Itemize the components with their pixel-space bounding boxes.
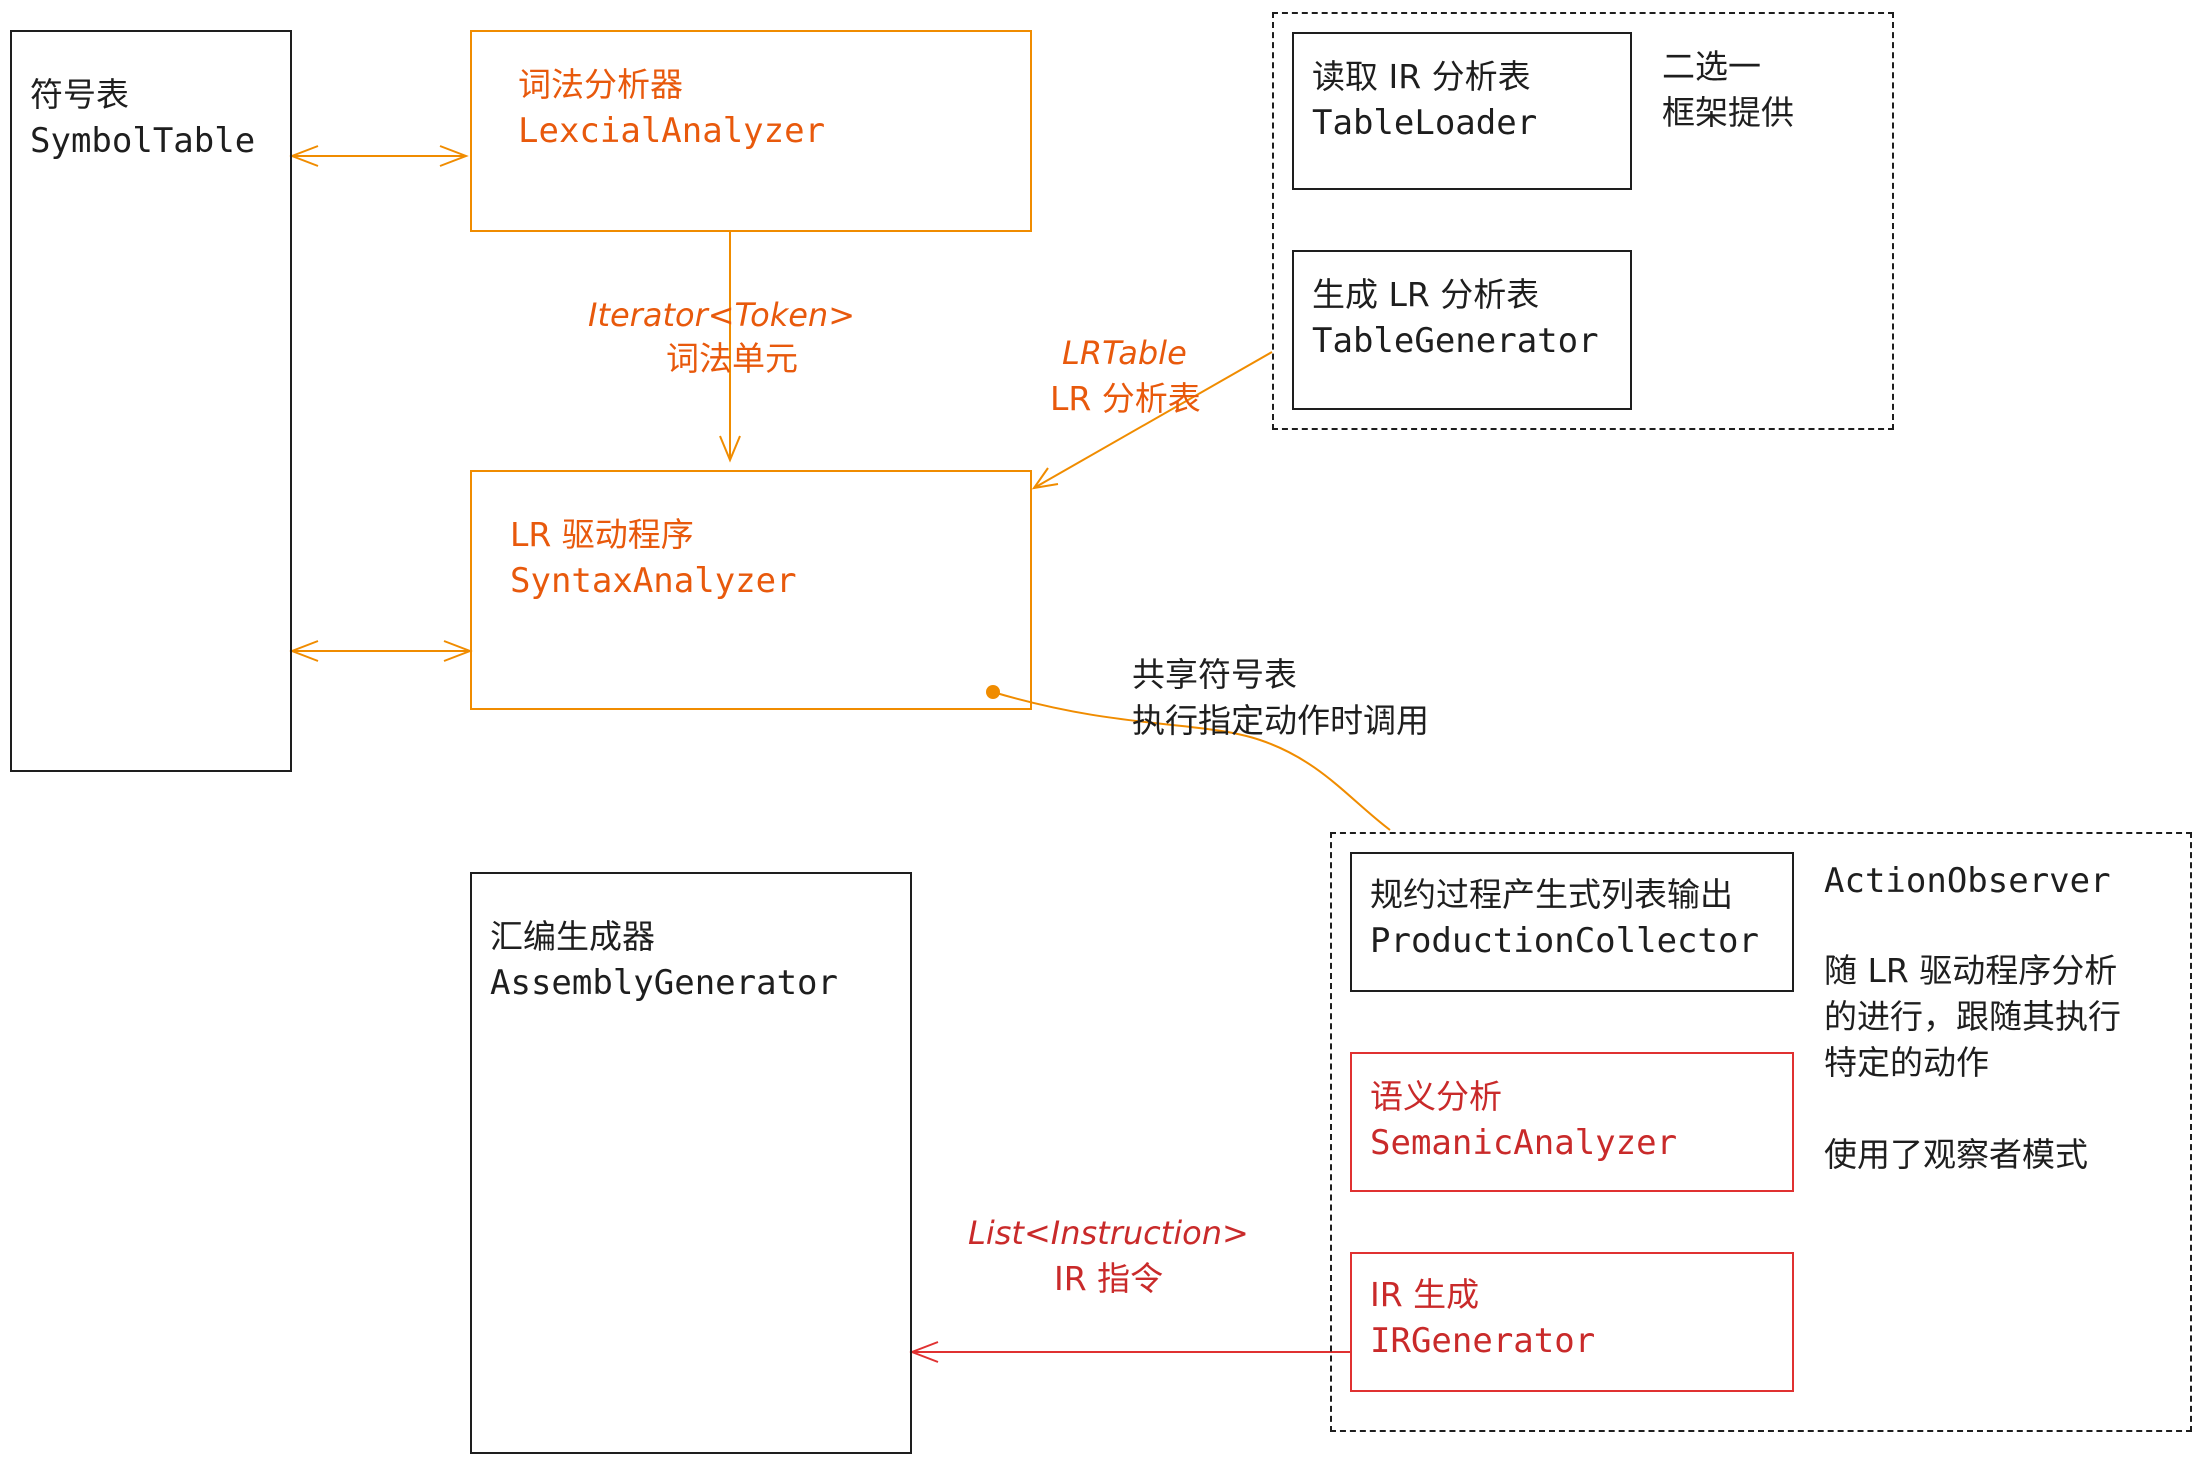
irgen-class: IRGenerator (1370, 1321, 1596, 1361)
syntax-name: LR 驱动程序 (510, 515, 694, 554)
action-observer-desc-4: 使用了观察者模式 (1824, 1135, 2088, 1174)
observer-connector-dot (986, 685, 1000, 699)
assembly-box (470, 872, 912, 1454)
symbol-table-class: SymbolTable (30, 121, 256, 161)
symbol-lexer-arrow (289, 145, 469, 167)
instr-type-label: List<Instruction> (968, 1214, 1249, 1252)
table-generator-box (1292, 250, 1632, 410)
lrtable-type-label: LRTable (1062, 334, 1187, 372)
table-group-note-2: 框架提供 (1662, 93, 1794, 132)
assembly-class: AssemblyGenerator (490, 963, 838, 1003)
table-group-note-1: 二选一 (1662, 47, 1761, 86)
semantic-box (1350, 1052, 1794, 1192)
action-observer-desc-1: 随 LR 驱动程序分析 (1824, 951, 2118, 990)
observer-label-2: 执行指定动作时调用 (1132, 701, 1429, 740)
table-group-box (1272, 12, 1894, 430)
syntax-class: SyntaxAnalyzer (510, 561, 797, 601)
irgen-name: IR 生成 (1370, 1275, 1480, 1314)
lexer-box (470, 30, 1032, 232)
collector-box (1350, 852, 1794, 992)
table-generator-name: 生成 LR 分析表 (1312, 275, 1540, 314)
action-observer-title: ActionObserver (1824, 861, 2111, 901)
lexer-syntax-arrow (719, 232, 741, 463)
lrtable-arrow (1031, 351, 1273, 490)
table-loader-name: 读取 IR 分析表 (1312, 57, 1531, 96)
token-type-label: Iterator<Token> (588, 296, 856, 334)
collector-class: ProductionCollector (1370, 921, 1759, 961)
action-observer-group (1330, 832, 2192, 1432)
observer-label-1: 共享符号表 (1132, 655, 1297, 694)
table-loader-box (1292, 32, 1632, 190)
collector-name: 规约过程产生式列表输出 (1370, 875, 1733, 914)
observer-connector (992, 691, 1391, 831)
irgen-box (1350, 1252, 1794, 1392)
syntax-box (470, 470, 1032, 710)
symbol-syntax-arrow (289, 640, 473, 662)
action-observer-desc-2: 的进行，跟随其执行 (1824, 997, 2121, 1036)
symbol-table-box (10, 30, 292, 772)
table-loader-class: TableLoader (1312, 103, 1538, 143)
assembly-name: 汇编生成器 (490, 917, 655, 956)
lexer-class: LexcialAnalyzer (518, 111, 826, 151)
lexer-name: 词法分析器 (518, 65, 683, 104)
action-observer-desc-3: 特定的动作 (1824, 1043, 1989, 1082)
instr-name-label: IR 指令 (1054, 1259, 1164, 1298)
lrtable-name-label: LR 分析表 (1050, 379, 1201, 418)
semantic-name: 语义分析 (1370, 1077, 1502, 1116)
semantic-class: SemanicAnalyzer (1370, 1123, 1678, 1163)
token-name-label: 词法单元 (666, 339, 798, 378)
table-generator-class: TableGenerator (1312, 321, 1599, 361)
instruction-arrow (909, 1341, 1352, 1363)
symbol-table-name: 符号表 (30, 75, 129, 114)
